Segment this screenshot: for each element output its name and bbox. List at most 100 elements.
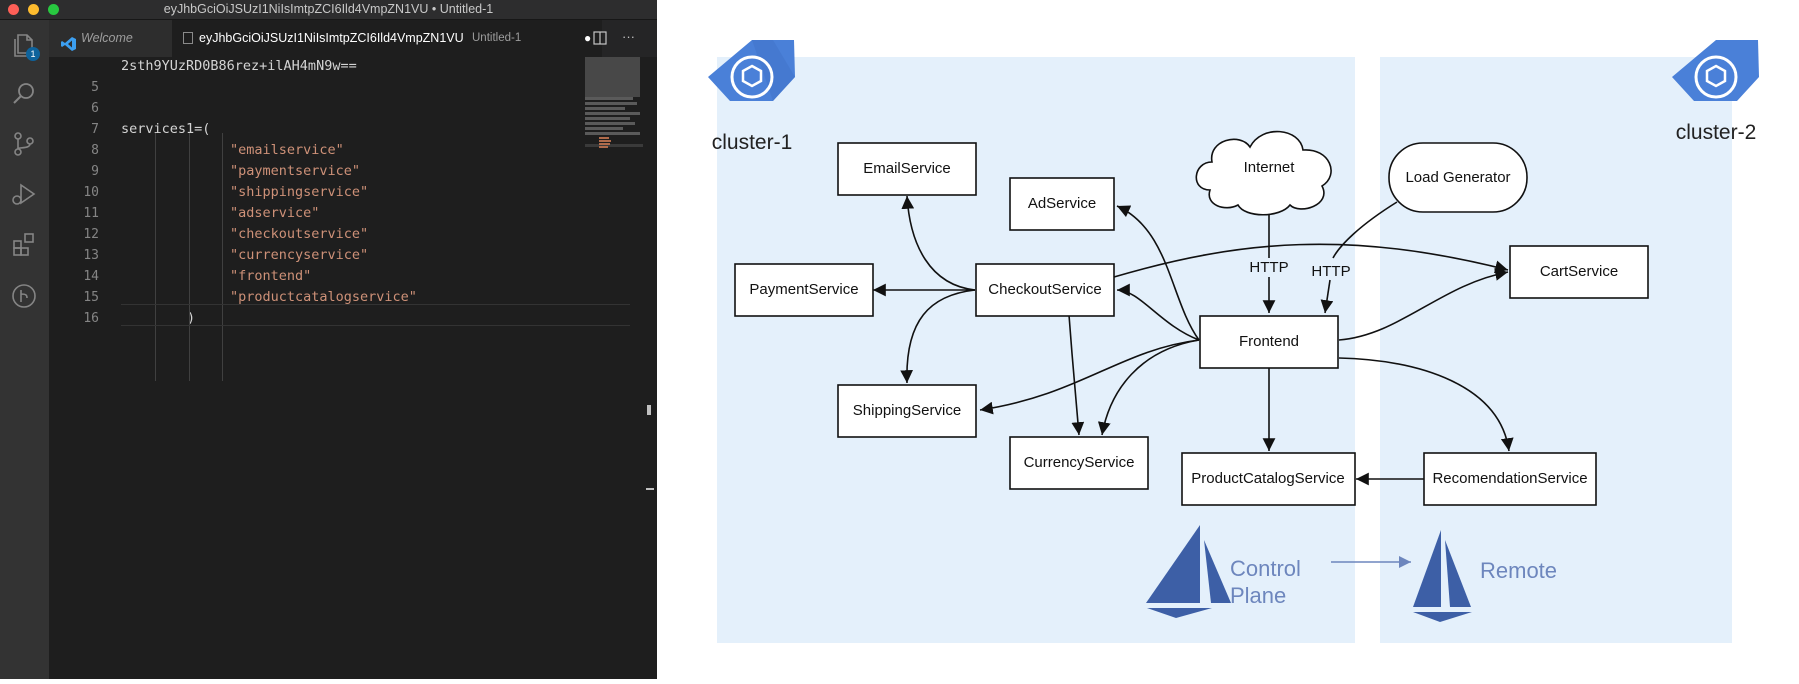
line-number: 14 bbox=[83, 269, 99, 284]
minimize-window-button[interactable] bbox=[28, 4, 39, 15]
line-number: 16 bbox=[83, 311, 99, 326]
window-title: eyJhbGciOiJSUzI1NiIsImtpZCI6Ild4VmpZN1VU… bbox=[163, 2, 494, 16]
explorer-badge: 1 bbox=[26, 47, 40, 61]
tab-untitled-1[interactable]: eyJhbGciOiJSUzI1NiIsImtpZCI6Ild4VmpZN1VU… bbox=[172, 20, 602, 57]
close-window-button[interactable] bbox=[8, 4, 19, 15]
source-control-icon[interactable] bbox=[10, 130, 38, 158]
edge-frontend-recommendation bbox=[1338, 357, 1514, 452]
code-line: "frontend" bbox=[230, 268, 312, 284]
code-line: "productcatalogservice" bbox=[230, 289, 417, 305]
edge-frontend-shipping bbox=[979, 339, 1200, 415]
node-email-service: EmailService bbox=[837, 142, 977, 196]
edge-frontend-currency bbox=[1097, 339, 1200, 436]
edge-checkout-currency bbox=[1068, 314, 1085, 436]
editor-area[interactable]: 2sth9YUzRD0B86rez+ilAH4mN9w== 5 6 7 services… bbox=[49, 57, 657, 679]
edge-frontend-checkout bbox=[1116, 283, 1200, 341]
svg-text:ShippingService: ShippingService bbox=[853, 402, 961, 419]
code-line: ) bbox=[187, 310, 196, 326]
edge-checkout-shipping bbox=[900, 289, 976, 384]
node-load-generator: Load Generator bbox=[1388, 142, 1528, 213]
line-number: 8 bbox=[91, 143, 99, 158]
svg-text:Load Generator: Load Generator bbox=[1405, 169, 1510, 186]
search-icon[interactable] bbox=[10, 80, 38, 108]
code-line: "currencyservice" bbox=[230, 247, 369, 263]
node-checkout-service: CheckoutService bbox=[975, 263, 1115, 317]
architecture-diagram: cluster-1 cluster-2 bbox=[657, 0, 1799, 679]
svg-text:AdService: AdService bbox=[1028, 195, 1096, 212]
split-editor-icon[interactable] bbox=[593, 31, 607, 45]
indent-guide bbox=[189, 133, 190, 381]
istio-sail-icon bbox=[1146, 525, 1231, 618]
svg-text:CartService: CartService bbox=[1540, 263, 1618, 280]
line-number: 13 bbox=[83, 248, 99, 263]
zoom-window-button[interactable] bbox=[48, 4, 59, 15]
node-ad-service: AdService bbox=[1009, 177, 1115, 231]
current-line-border bbox=[121, 304, 630, 305]
activity-bar: 1 bbox=[0, 20, 49, 679]
current-line-border bbox=[121, 325, 630, 326]
kubernetes-engine-icon bbox=[1672, 40, 1759, 101]
edges bbox=[873, 195, 1514, 486]
vscode-window: eyJhbGciOiJSUzI1NiIsImtpZCI6Ild4VmpZN1VU… bbox=[0, 0, 657, 679]
svg-text:EmailService: EmailService bbox=[863, 160, 951, 177]
node-currency-service: CurrencyService bbox=[1009, 436, 1149, 490]
code-line: services1=( bbox=[121, 121, 211, 137]
sash-handle[interactable] bbox=[646, 488, 654, 500]
line-number: 5 bbox=[91, 80, 99, 95]
svg-text:RecomendationService: RecomendationService bbox=[1432, 470, 1587, 487]
minimap[interactable] bbox=[585, 57, 643, 157]
edge-frontend-cart bbox=[1338, 268, 1509, 341]
kubernetes-engine-icon bbox=[708, 40, 795, 101]
node-productcatalog-service: ProductCatalogService bbox=[1181, 452, 1356, 506]
line-number: 9 bbox=[91, 164, 99, 179]
svg-text:Frontend: Frontend bbox=[1239, 333, 1299, 350]
tab-untitled-label: eyJhbGciOiJSUzI1NiIsImtpZCI6Ild4VmpZN1VU bbox=[199, 31, 464, 45]
tab-bar: Welcome eyJhbGciOiJSUzI1NiIsImtpZCI6Ild4… bbox=[49, 20, 657, 57]
line-number: 7 bbox=[91, 122, 99, 137]
code-line: "checkoutservice" bbox=[230, 226, 369, 242]
edge-frontend-ad bbox=[1116, 205, 1200, 341]
edge-checkout-email bbox=[901, 195, 976, 291]
node-internet-cloud: Internet bbox=[1195, 130, 1332, 216]
code-line: "adservice" bbox=[230, 205, 320, 221]
run-debug-icon[interactable] bbox=[10, 180, 38, 208]
more-actions-icon[interactable]: ··· bbox=[622, 29, 635, 44]
explorer-icon[interactable]: 1 bbox=[10, 31, 40, 61]
code-line: 2sth9YUzRD0B86rez+ilAH4mN9w== bbox=[121, 58, 357, 74]
indent-guide bbox=[155, 133, 156, 381]
control-plane-label-line2: Plane bbox=[1230, 583, 1286, 608]
vscode-logo-icon bbox=[61, 30, 77, 51]
tab-welcome-label: Welcome bbox=[81, 31, 133, 45]
tab-welcome[interactable]: Welcome bbox=[49, 20, 172, 57]
svg-text:ProductCatalogService: ProductCatalogService bbox=[1191, 470, 1344, 487]
node-payment-service: PaymentService bbox=[734, 263, 874, 317]
file-icon bbox=[183, 32, 193, 44]
code-line: "paymentservice" bbox=[230, 163, 361, 179]
line-number: 15 bbox=[83, 290, 99, 305]
svg-text:CheckoutService: CheckoutService bbox=[988, 281, 1101, 298]
http-label: HTTP bbox=[1311, 263, 1350, 280]
svg-text:CurrencyService: CurrencyService bbox=[1024, 454, 1135, 471]
title-bar: eyJhbGciOiJSUzI1NiIsImtpZCI6Ild4VmpZN1VU… bbox=[0, 0, 657, 20]
node-shipping-service: ShippingService bbox=[837, 384, 977, 438]
line-number: 10 bbox=[83, 185, 99, 200]
istio-sail-icon bbox=[1413, 530, 1472, 622]
node-cart-service: CartService bbox=[1509, 245, 1649, 299]
control-plane-label-line1: Control bbox=[1230, 556, 1301, 581]
git-graph-icon[interactable] bbox=[10, 282, 38, 310]
indent-guide bbox=[222, 133, 223, 381]
edge-loadgen-frontend bbox=[1332, 201, 1398, 259]
line-number: 6 bbox=[91, 101, 99, 116]
cluster-1-label: cluster-1 bbox=[712, 131, 793, 154]
extensions-icon[interactable] bbox=[10, 230, 38, 258]
http-label: HTTP bbox=[1249, 259, 1288, 276]
tab-dirty-indicator[interactable]: ● bbox=[584, 31, 592, 45]
tab-untitled-sublabel: Untitled-1 bbox=[472, 32, 522, 44]
svg-text:PaymentService: PaymentService bbox=[749, 281, 858, 298]
cluster-2-label: cluster-2 bbox=[1676, 121, 1757, 144]
line-number: 12 bbox=[83, 227, 99, 242]
svg-text:Internet: Internet bbox=[1244, 159, 1296, 176]
sash-handle[interactable] bbox=[647, 405, 651, 415]
node-recommendation-service: RecomendationService bbox=[1423, 452, 1597, 506]
node-frontend: Frontend bbox=[1199, 315, 1339, 369]
